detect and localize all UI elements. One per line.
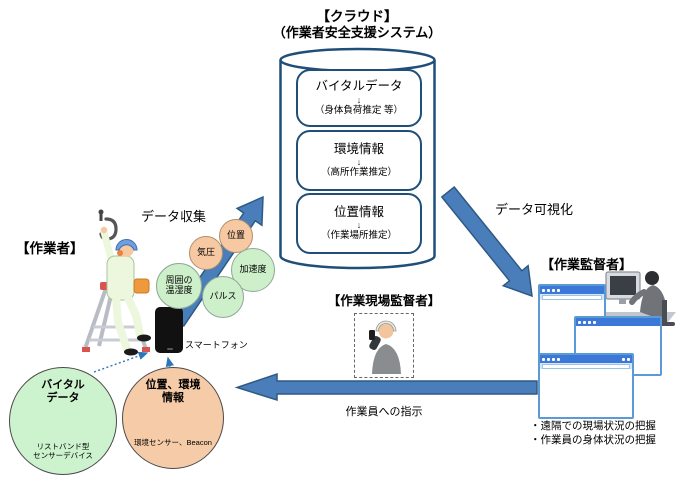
chart-window	[538, 353, 634, 419]
arrow-instruction	[234, 372, 538, 402]
arrow-data-visualization	[440, 185, 533, 298]
cloud-box-environment-title: 環境情報	[333, 141, 384, 156]
window-control-icon	[557, 288, 560, 292]
environment-device-caption: 環境センサー、Beacon	[134, 438, 212, 448]
supervisor-label: 【作業監督者】	[541, 257, 633, 272]
window-control-icon	[627, 357, 630, 361]
cloud-box-location: 位置情報 ↓ （作業場所推定）	[296, 193, 422, 254]
bubble-label: 周囲の 温湿度	[165, 275, 193, 295]
window-control-icon	[547, 357, 550, 361]
window-control-icon	[552, 357, 555, 361]
cloud-box-vital-subtitle: （身体負荷推定 等）	[314, 104, 404, 116]
smartphone-icon	[155, 307, 183, 353]
sensor-bubble-pulse: パルス	[202, 276, 244, 318]
vital-device-caption: リストバンド型 センサーデバイス	[33, 442, 93, 461]
bubble-label: 位置	[226, 230, 245, 241]
supervisor-note: ・作業員の身体状況の把握	[530, 434, 656, 447]
window-control-icon	[578, 320, 581, 324]
down-arrow-icon: ↓	[356, 220, 362, 231]
site-supervisor-frame	[354, 313, 414, 378]
vital-device-title: バイタル データ	[41, 379, 85, 404]
worker-label: 【作業者】	[16, 241, 84, 256]
window-control-icon	[542, 357, 545, 361]
site-supervisor-label: 【作業現場監督者】	[327, 294, 441, 308]
bubble-label: 加速度	[239, 264, 267, 275]
cloud-subtitle: （作業者安全支援システム）	[272, 25, 442, 40]
down-arrow-icon: ↓	[356, 157, 362, 168]
cloud-box-location-title: 位置情報	[333, 204, 384, 219]
window-control-icon	[622, 357, 625, 361]
window-control-icon	[583, 320, 586, 324]
smartphone-label: スマートフォン	[185, 340, 248, 350]
cloud-box-vital: バイタルデータ ↓ （身体負荷推定 等）	[296, 69, 422, 127]
window-control-icon	[547, 288, 550, 292]
map-window-titlebar	[540, 286, 604, 294]
data-visualization-label: データ可視化	[495, 202, 574, 217]
address-field	[542, 294, 602, 300]
bubble-label: パルス	[209, 291, 237, 302]
supervisor-notes: ・遠隔での現場状況の把握 ・作業員の身体状況の把握	[530, 419, 656, 447]
window-control-icon	[552, 288, 555, 292]
sensor-bubble-pressure: 気圧	[189, 236, 223, 270]
chart-window-addressbar	[540, 363, 632, 369]
cloud-title: 【クラウド】	[316, 9, 398, 24]
worker-illustration	[82, 226, 151, 356]
cloud-box-location-subtitle: （作業場所推定）	[320, 230, 397, 242]
site-supervisor-person	[369, 320, 401, 374]
address-field	[542, 363, 630, 369]
cloud-box-environment-subtitle: （高所作業推定）	[320, 167, 397, 179]
data-collection-label: データ収集	[141, 209, 207, 224]
instruction-label: 作業員への指示	[345, 406, 423, 418]
environment-device-title: 位置、環境 情報	[145, 379, 201, 404]
dashed-link-vital-to-phone	[93, 351, 149, 373]
supervisor-note: ・遠隔での現場状況の把握	[530, 420, 656, 432]
window-control-icon	[542, 288, 545, 292]
map-window-addressbar	[540, 294, 604, 300]
window-control-icon	[588, 320, 591, 324]
sensor-bubble-location: 位置	[219, 219, 253, 253]
sensor-bubble-humidity: 周囲の 温湿度	[156, 263, 202, 309]
cloud-cylinder-top	[279, 47, 436, 73]
cloud-box-environment: 環境情報 ↓ （高所作業推定）	[296, 130, 422, 191]
chart-window-titlebar	[540, 355, 632, 363]
cloud-box-vital-title: バイタルデータ	[315, 79, 403, 94]
window-control-icon	[557, 357, 560, 361]
bubble-label: 気圧	[196, 247, 215, 258]
floorplan-window-titlebar	[576, 318, 660, 326]
window-control-icon	[593, 320, 596, 324]
down-arrow-icon: ↓	[356, 94, 362, 105]
environment-device-circle: 位置、環境 情報 環境センサー、Beacon	[122, 367, 224, 469]
vital-device-circle: バイタル データ リストバンド型 センサーデバイス	[9, 367, 117, 475]
